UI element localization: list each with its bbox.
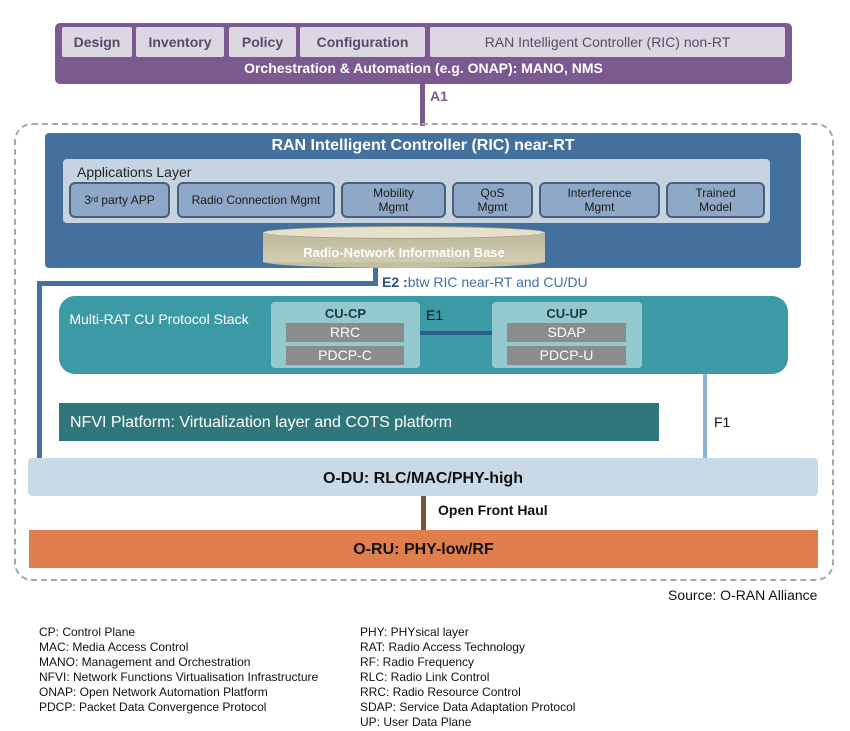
- odu-block: [28, 458, 818, 496]
- glossary-left: CP: Control Plane MAC: Media Access Cont…: [39, 625, 318, 715]
- e1-label: E1: [426, 307, 444, 323]
- orchestration-title: Orchestration & Automation (e.g. ONAP): …: [244, 60, 603, 76]
- nfvi-label: NFVI Platform: Virtualization layer and …: [70, 414, 453, 431]
- glossary-item: ONAP: Open Network Automation Platform: [39, 685, 268, 699]
- f1-label: F1: [714, 414, 731, 430]
- third-party-text: party APP: [98, 193, 155, 207]
- oru-label: O-RU: PHY-low/RF: [353, 541, 494, 558]
- design-tab: Design: [62, 27, 132, 57]
- e2-connector-horizontal: [37, 281, 378, 286]
- policy-tab: Policy: [229, 27, 296, 57]
- glossary-item: UP: User Data Plane: [360, 715, 472, 729]
- a1-connector: [420, 84, 425, 126]
- cu-up-title: CU-UP: [546, 306, 588, 321]
- nfvi-platform: [59, 403, 659, 441]
- third-party-sup: rd: [90, 195, 99, 204]
- glossary-item: NFVI: Network Functions Virtualisation I…: [39, 670, 319, 684]
- source-credit: Source: O-RAN Alliance: [668, 587, 818, 603]
- e1-connector: [420, 331, 492, 335]
- cu-protocol-stack: [59, 296, 788, 374]
- app-trained-model: Trained Model: [666, 182, 765, 218]
- glossary-item: RF: Radio Frequency: [360, 655, 475, 669]
- applications-layer-title: Applications Layer: [77, 164, 192, 180]
- cu-title: Multi-RAT CU Protocol Stack: [69, 311, 249, 327]
- pdcp-c-item: PDCP-C: [286, 346, 404, 365]
- rrc-item: RRC: [286, 323, 404, 342]
- glossary-item: MAC: Media Access Control: [39, 640, 189, 654]
- app-qos: QoS Mgmt: [452, 182, 533, 218]
- open-front-haul-connector: [421, 496, 426, 530]
- rnib-cylinder-top: [263, 226, 545, 239]
- oru-block: [29, 530, 818, 568]
- third-party-number: 3: [84, 193, 91, 207]
- glossary-item: RRC: Radio Resource Control: [360, 685, 521, 699]
- ric-near-rt-title: RAN Intelligent Controller (RIC) near-RT: [271, 137, 575, 154]
- rnib-label: Radio-Network Information Base: [303, 245, 505, 260]
- app-mobility: Mobility Mgmt: [341, 182, 446, 218]
- glossary-item: CP: Control Plane: [39, 625, 136, 639]
- odu-label: O-DU: RLC/MAC/PHY-high: [323, 470, 523, 487]
- app-interference: Interference Mgmt: [539, 182, 660, 218]
- inventory-tab: Inventory: [136, 27, 224, 57]
- ric-non-rt-tab: RAN Intelligent Controller (RIC) non-RT: [430, 27, 785, 57]
- glossary-item: SDAP: Service Data Adaptation Protocol: [360, 700, 576, 714]
- e2-label: E2 :btw RIC near-RT and CU/DU: [382, 274, 588, 290]
- a1-label: A1: [430, 88, 448, 104]
- e2-label-bold: E2 :: [382, 274, 408, 290]
- oran-boundary: [14, 123, 834, 581]
- cu-cp-title: CU-CP: [324, 306, 367, 321]
- configuration-tab: Configuration: [300, 27, 425, 57]
- glossary-item: PHY: PHYsical layer: [360, 625, 469, 639]
- glossary-item: PDCP: Packet Data Convergence Protocol: [39, 700, 267, 714]
- glossary-item: RLC: Radio Link Control: [360, 670, 490, 684]
- f1-connector: [703, 374, 707, 459]
- e2-label-text: btw RIC near-RT and CU/DU: [407, 274, 588, 290]
- sdap-item: SDAP: [507, 323, 626, 342]
- pdcp-u-item: PDCP-U: [507, 346, 626, 365]
- e2-connector-vertical: [37, 281, 42, 460]
- glossary-item: MANO: Management and Orchestration: [39, 655, 251, 669]
- app-radio-connection: Radio Connection Mgmt: [177, 182, 335, 218]
- open-front-haul-label: Open Front Haul: [438, 502, 548, 518]
- glossary-item: RAT: Radio Access Technology: [360, 640, 525, 654]
- e2-connector-up: [373, 268, 378, 286]
- glossary-right: PHY: PHYsical layer RAT: Radio Access Te…: [360, 625, 575, 730]
